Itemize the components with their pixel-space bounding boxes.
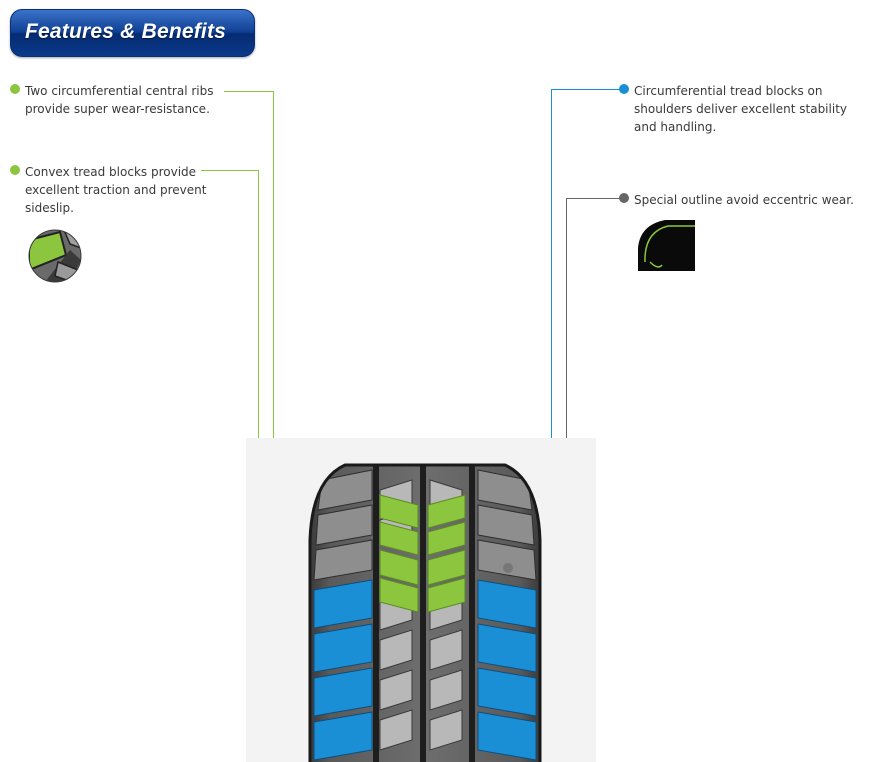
leader-line [273, 91, 274, 518]
header-banner: Features & Benefits [10, 9, 255, 57]
blue-bullet-icon [619, 84, 629, 94]
leader-line [258, 170, 259, 571]
leader-line [224, 91, 274, 92]
leader-line [551, 89, 552, 628]
feature-special-outline: Special outline avoid eccentric wear. [634, 193, 854, 207]
green-bullet-icon [10, 165, 20, 175]
leader-line [201, 170, 259, 171]
leader-line [566, 198, 621, 199]
leader-line [566, 198, 567, 568]
feature-convex-blocks: Convex tread blocks provide excellent tr… [25, 165, 207, 215]
feature-shoulder-blocks: Circumferential tread blocks on shoulder… [634, 84, 847, 134]
feature-central-ribs: Two circumferential central ribs provide… [25, 84, 214, 116]
green-bullet-icon [10, 84, 20, 94]
leader-line [551, 89, 621, 90]
gray-bullet-icon [619, 193, 629, 203]
page-title: Features & Benefits [25, 20, 227, 43]
